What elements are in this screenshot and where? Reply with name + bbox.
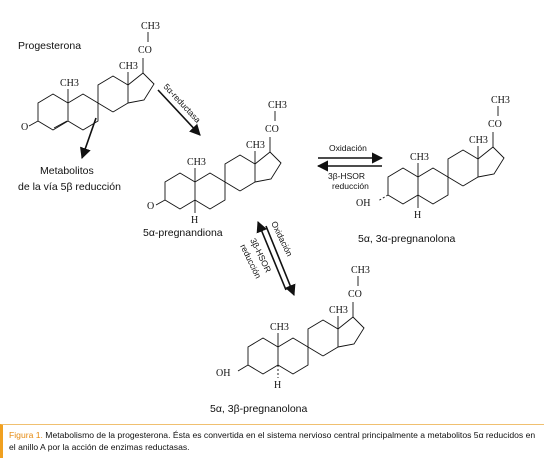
metabolism-diagram: O CH3 CH3 CO CH3 Progesterona O H CH3 CH… xyxy=(18,21,510,415)
three-alpha-name: 5α, 3α-pregnanolona xyxy=(358,233,456,245)
three-alpha-methyl-2: CH3 xyxy=(469,135,488,146)
three-alpha-structure: OH H CH3 CH3 CO CH3 xyxy=(356,95,510,221)
arrow-reductase xyxy=(157,89,201,136)
three-beta-acetyl: CO xyxy=(348,289,362,300)
pregnandione-hydrogen: H xyxy=(191,215,198,226)
arrow-reduction-down xyxy=(265,225,296,297)
metabolites-line-2: de la vía 5β reducción xyxy=(18,181,121,193)
pregnandione-acetyl: CO xyxy=(265,124,279,135)
top-enzyme-label: 3β-HSOR xyxy=(328,171,365,181)
pregnandione-methyl-1: CH3 xyxy=(187,157,206,168)
three-beta-name: 5α, 3β-pregnanolona xyxy=(210,403,308,415)
three-beta-structure: OH H CH3 CH3 CO CH3 xyxy=(216,265,370,391)
pregnandione-methyl-2: CH3 xyxy=(246,140,265,151)
arrow-oxidation-up xyxy=(256,220,287,291)
pregnandione-oxygen: O xyxy=(147,201,154,212)
progesterone-name: Progesterona xyxy=(18,40,81,52)
progesterone-structure: O CH3 CH3 CO CH3 xyxy=(21,21,160,133)
three-beta-hydroxyl: OH xyxy=(216,368,230,379)
pregnandione-structure: O H CH3 CH3 CO CH3 xyxy=(147,100,287,226)
top-reduction-label: reducción xyxy=(332,181,369,191)
three-beta-methyl-1: CH3 xyxy=(270,322,289,333)
progesterone-methyl-1: CH3 xyxy=(60,78,79,89)
bottom-oxidation-label: Oxidación xyxy=(269,219,295,258)
reductase-label: 5α-reductasa xyxy=(162,82,203,125)
three-beta-acetyl-methyl: CH3 xyxy=(351,265,370,276)
three-alpha-acetyl: CO xyxy=(488,119,502,130)
figure-caption: Figura 1. Metabolismo de la progesterona… xyxy=(0,424,544,458)
three-beta-hydrogen: H xyxy=(274,380,281,391)
progesterone-acetyl: CO xyxy=(138,45,152,56)
progesterone-oxygen: O xyxy=(21,122,28,133)
progesterone-methyl-2: CH3 xyxy=(119,61,138,72)
metabolites-line-1: Metabolitos xyxy=(40,165,94,177)
arrow-to-metabolites xyxy=(80,117,97,160)
pregnandione-name: 5α-pregnandiona xyxy=(143,227,223,239)
three-alpha-hydrogen: H xyxy=(414,210,421,221)
figure-caption-text: Metabolismo de la progesterona. Ésta es … xyxy=(9,430,536,452)
three-alpha-hydroxyl: OH xyxy=(356,198,370,209)
three-alpha-methyl-1: CH3 xyxy=(410,152,429,163)
top-oxidation-label: Oxidación xyxy=(329,143,367,153)
pregnandione-acetyl-methyl: CH3 xyxy=(268,100,287,111)
progesterone-acetyl-methyl: CH3 xyxy=(141,21,160,32)
three-alpha-acetyl-methyl: CH3 xyxy=(491,95,510,106)
figure-label: Figura 1. xyxy=(9,430,43,440)
three-beta-methyl-2: CH3 xyxy=(329,305,348,316)
